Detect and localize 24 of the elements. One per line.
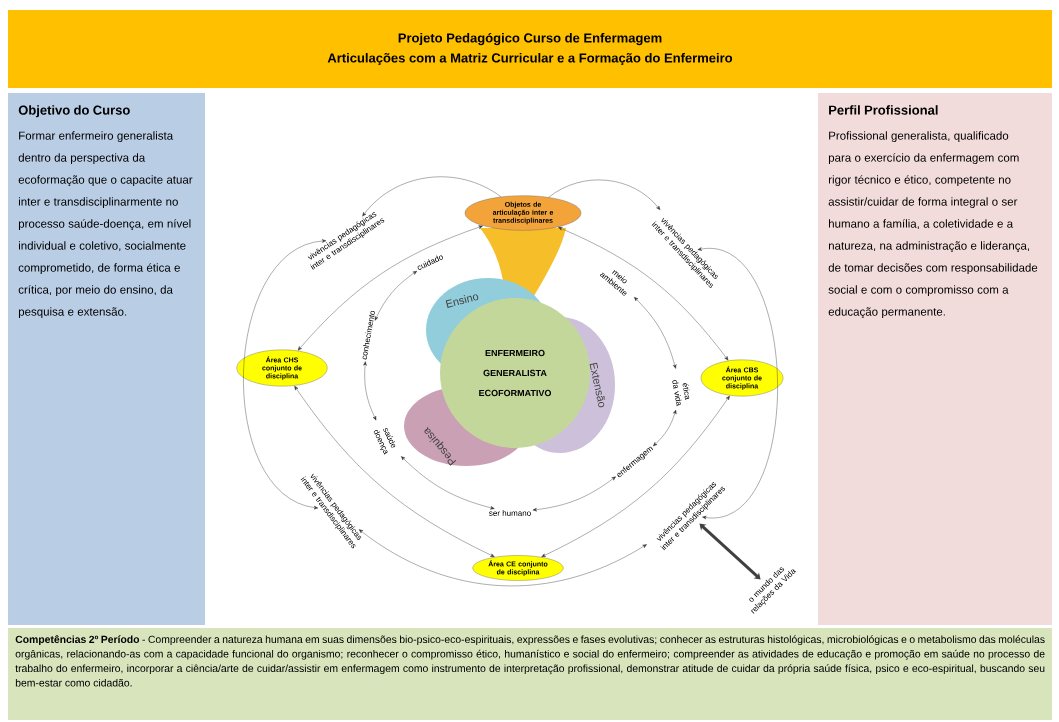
curved-arrow <box>697 247 778 520</box>
concept-label: ética da vida <box>672 380 690 407</box>
curved-arrow <box>401 456 495 510</box>
curved-arrow <box>532 476 616 512</box>
title-band: Projeto Pedagógico Curso de Enfermagem Articulações com a Matriz Curricular e a Formação do Enfermeiro <box>8 10 1052 88</box>
extension-blob: Extensão <box>589 362 606 408</box>
curved-arrow <box>374 270 418 321</box>
curved-arrow <box>362 176 502 217</box>
profile-panel: Perfil Profissional Profissional generalista, qualificado para o exercício da enfermagem com rigor técnico e ético, competente no assistir/cuidar de forma integral o ser humano a família, a coletividade e a natureza, na administração e liderança, de tomar decisões com responsabilidade social e com o compromisso com a educação permanente. <box>818 93 1052 625</box>
curved-arrow <box>363 361 377 421</box>
curved-arrow <box>358 529 647 586</box>
curved-arrow <box>243 239 327 510</box>
curved-arrow <box>653 409 677 447</box>
curved-arrow <box>634 296 677 369</box>
concept-label: ser humano <box>489 510 531 516</box>
curved-arrow <box>558 227 729 361</box>
curved-arrow <box>297 225 483 351</box>
thick-arrow <box>699 523 761 580</box>
concept-label: conhecimento <box>362 310 375 360</box>
objective-panel: Objetivo do Curso Formar enfermeiro generalista dentro da perspectiva da ecoformação que o capacite atuar inter e transdisciplinarmente no processo saúde-doença, em nível individual e coletivo, socialmente comprometido, de forma ética e crítica, por meio do ensino, da pesquisa e extensão. <box>8 93 205 625</box>
curved-arrow <box>548 179 661 211</box>
competences-band: Competências 2º Período - Compreender a natureza humana em suas dimensões bio-psico-eco-espirituais, expressões e fases evolutivas; conhecer as estruturas histológicas, microbiológicas e o metabolismo das moléculas orgânicas, relacionando-as com a capacidade funcional do organismo; reconhecer o compromisso ético, humanístico e social do enfermeiro; compreender as atividades de educação e promoção em saúde no processo de trabalho do enfermeiro, incorporar a ciência/arte de cuidar/assistir em enfermagem como instrumento de interpretação profissional, demonstrar atitude de cuidar da própria saúde física, psico e eco-espiritual, buscando seu bem-estar como cidadão. <box>8 628 1052 720</box>
curved-arrow <box>541 395 730 558</box>
curved-arrow <box>294 385 495 558</box>
